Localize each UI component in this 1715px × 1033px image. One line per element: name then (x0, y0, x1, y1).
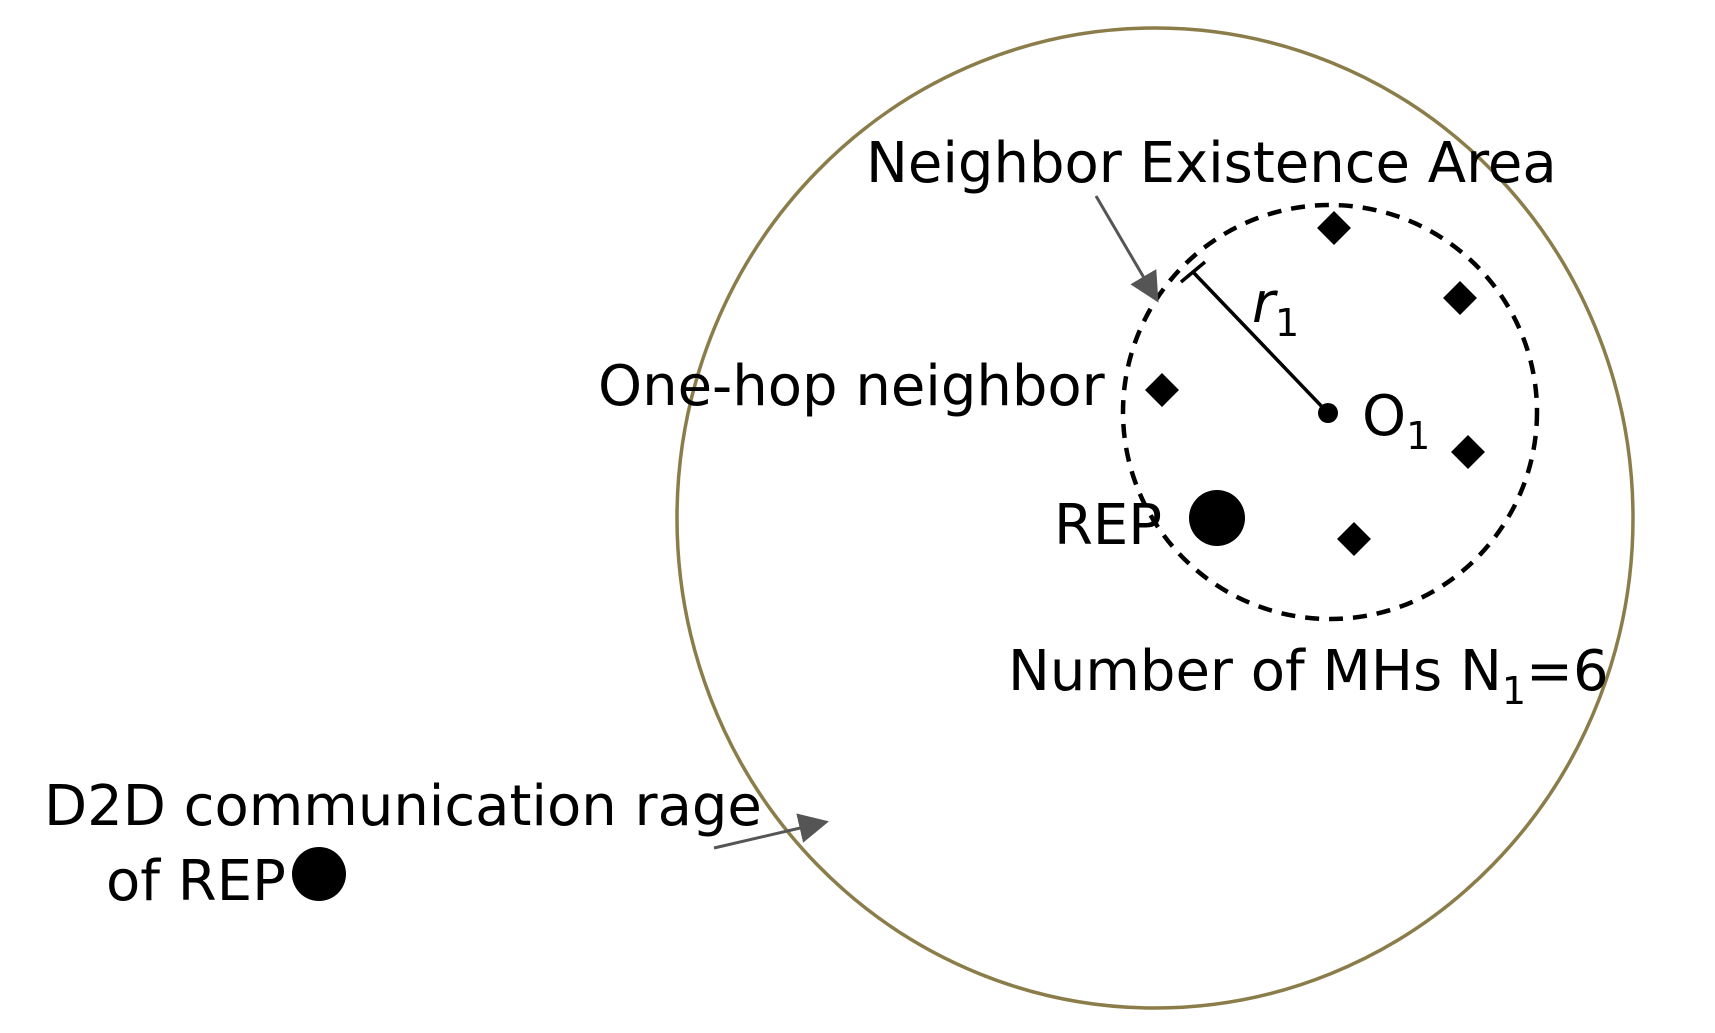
one-hop-neighbor-node (1145, 373, 1179, 407)
radius-end-tick (1179, 260, 1207, 284)
one-hop-neighbor-label: One-hop neighbor (598, 354, 1106, 419)
center-symbol: O (1362, 384, 1406, 449)
radius-symbol: r (1252, 271, 1278, 336)
number-of-mhs-label: Number of MHs N1=6 (1008, 639, 1609, 713)
center-subscript: 1 (1406, 414, 1430, 458)
d2d-range-label-line2: of REP (106, 849, 286, 914)
neighbor-existence-area-label: Neighbor Existence Area (866, 131, 1557, 196)
number-of-mhs-prefix: Number of MHs N (1008, 639, 1502, 704)
center-point-o1 (1318, 403, 1338, 423)
number-of-mhs-subscript: 1 (1502, 669, 1526, 713)
one-hop-neighbor-node (1337, 522, 1371, 556)
one-hop-neighbor-node (1317, 211, 1351, 245)
d2d-range-label-line1: D2D communication rage (44, 774, 762, 839)
rep-inner-label: REP (1054, 493, 1162, 558)
radius-label: r1 (1252, 271, 1299, 345)
neighbor-area-arrow (1094, 195, 1159, 303)
rep-node-inner (1189, 490, 1245, 546)
rep-node-legend (292, 847, 346, 901)
neighbor-existence-area-circle (1120, 202, 1540, 622)
number-of-mhs-suffix: =6 (1526, 639, 1609, 704)
d2d-range-arrow (713, 813, 829, 850)
radius-line (1191, 270, 1330, 415)
one-hop-neighbor-node (1443, 281, 1477, 315)
radius-subscript: 1 (1275, 301, 1299, 345)
one-hop-neighbor-node (1451, 435, 1485, 469)
center-label: O1 (1362, 384, 1430, 458)
d2d-range-circle (675, 26, 1635, 1010)
